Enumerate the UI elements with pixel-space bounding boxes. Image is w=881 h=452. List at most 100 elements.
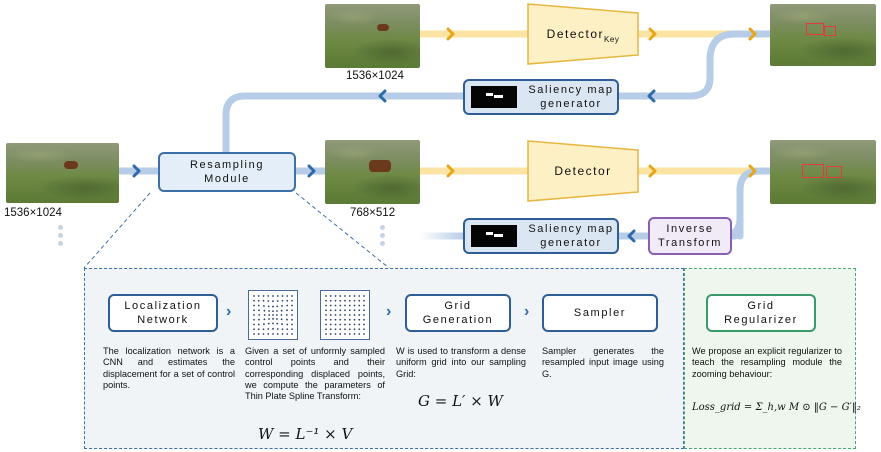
saliency-generator-top: Saliency map generator xyxy=(463,79,619,115)
detector-key-label: Detector xyxy=(546,27,605,41)
control-point xyxy=(263,323,265,325)
control-point xyxy=(286,304,289,307)
control-point xyxy=(272,300,274,303)
control-point xyxy=(325,304,327,307)
control-point xyxy=(334,295,337,297)
control-point xyxy=(280,309,283,312)
control-point xyxy=(353,328,356,331)
control-point xyxy=(286,318,288,321)
control-point xyxy=(339,323,342,326)
control-point xyxy=(363,299,365,302)
control-point xyxy=(253,314,255,316)
control-point xyxy=(353,333,356,335)
inverse-label: Inverse Transform xyxy=(657,222,723,249)
grid-equation: G = L′ × W xyxy=(418,392,503,410)
control-point xyxy=(348,309,351,312)
input-image xyxy=(6,143,119,203)
control-point xyxy=(253,299,255,302)
chevron-right-icon xyxy=(748,27,757,41)
control-point xyxy=(272,310,274,313)
object xyxy=(64,161,78,169)
control-point xyxy=(363,314,365,316)
control-point xyxy=(257,299,260,302)
control-point xyxy=(253,318,255,321)
control-point xyxy=(280,314,283,316)
control-point xyxy=(363,295,365,297)
control-point xyxy=(344,309,346,312)
resampling-module: Resampling Module xyxy=(158,152,296,192)
control-point xyxy=(291,328,293,331)
zoom-line-right xyxy=(295,192,390,269)
control-point xyxy=(344,323,346,326)
control-point xyxy=(276,328,279,330)
control-point xyxy=(363,323,365,326)
control-point xyxy=(329,323,332,326)
control-point xyxy=(339,304,342,307)
chevron-left-icon xyxy=(378,89,387,103)
control-point xyxy=(334,318,337,321)
control-point xyxy=(353,304,356,307)
control-point xyxy=(276,295,279,297)
control-point xyxy=(281,328,284,331)
chevron-right-icon xyxy=(648,27,657,41)
detector-key-subscript: Key xyxy=(604,35,620,44)
control-point xyxy=(275,314,278,316)
localization-network-box: Localization Network xyxy=(108,294,218,332)
top-output-image xyxy=(770,4,876,66)
control-point xyxy=(334,299,337,302)
control-point xyxy=(281,323,283,325)
control-point xyxy=(257,333,260,335)
control-point xyxy=(286,309,288,312)
control-point xyxy=(291,295,293,297)
control-point xyxy=(276,305,279,308)
control-point xyxy=(344,295,346,297)
control-point xyxy=(353,299,356,302)
chevron-right-icon: › xyxy=(386,303,392,320)
control-point xyxy=(253,304,255,307)
control-point xyxy=(276,318,278,320)
grid-generation-description: W is used to transform a dense uniform g… xyxy=(396,346,526,379)
control-point xyxy=(348,304,351,307)
control-point xyxy=(339,299,342,302)
control-point xyxy=(267,328,270,330)
control-point xyxy=(329,333,332,335)
control-point xyxy=(339,333,342,335)
chevron-right-icon xyxy=(648,164,657,178)
control-point xyxy=(272,317,274,320)
control-point xyxy=(339,314,342,316)
control-point xyxy=(272,305,274,308)
resampled-image xyxy=(325,140,420,204)
control-point xyxy=(291,318,293,321)
control-point xyxy=(257,295,260,297)
tps-equation-text: W = L⁻¹ × V xyxy=(258,425,353,443)
control-point xyxy=(267,295,270,297)
control-point xyxy=(257,304,260,307)
control-point xyxy=(334,314,337,316)
control-point xyxy=(353,295,356,297)
top-input-image xyxy=(325,4,420,68)
control-point xyxy=(363,309,365,312)
control-point xyxy=(263,305,265,307)
control-point xyxy=(358,295,361,297)
control-point xyxy=(276,300,279,302)
chevron-right-icon: › xyxy=(226,303,232,320)
control-point xyxy=(339,318,342,321)
control-point xyxy=(334,309,337,312)
control-point xyxy=(291,314,293,316)
top-resolution: 1536×1024 xyxy=(346,70,404,82)
control-point xyxy=(325,299,327,302)
control-point xyxy=(329,299,332,302)
control-point xyxy=(334,333,337,335)
control-point xyxy=(281,295,284,297)
control-point xyxy=(263,309,266,312)
bbox xyxy=(802,164,824,178)
control-point xyxy=(325,323,327,326)
regularizer-description: We propose an explicit regularizer to te… xyxy=(692,346,842,379)
control-point xyxy=(358,304,361,307)
regularizer-equation: Loss_grid = Σ_h,w M ⊙ ‖G − G′‖₂ xyxy=(692,402,861,413)
control-point xyxy=(353,309,356,312)
control-point xyxy=(286,328,289,331)
control-point xyxy=(363,304,365,307)
grid-regularizer-label: Grid Regularizer xyxy=(724,299,798,326)
saliency-generator-bottom: Saliency map generator xyxy=(463,218,619,254)
